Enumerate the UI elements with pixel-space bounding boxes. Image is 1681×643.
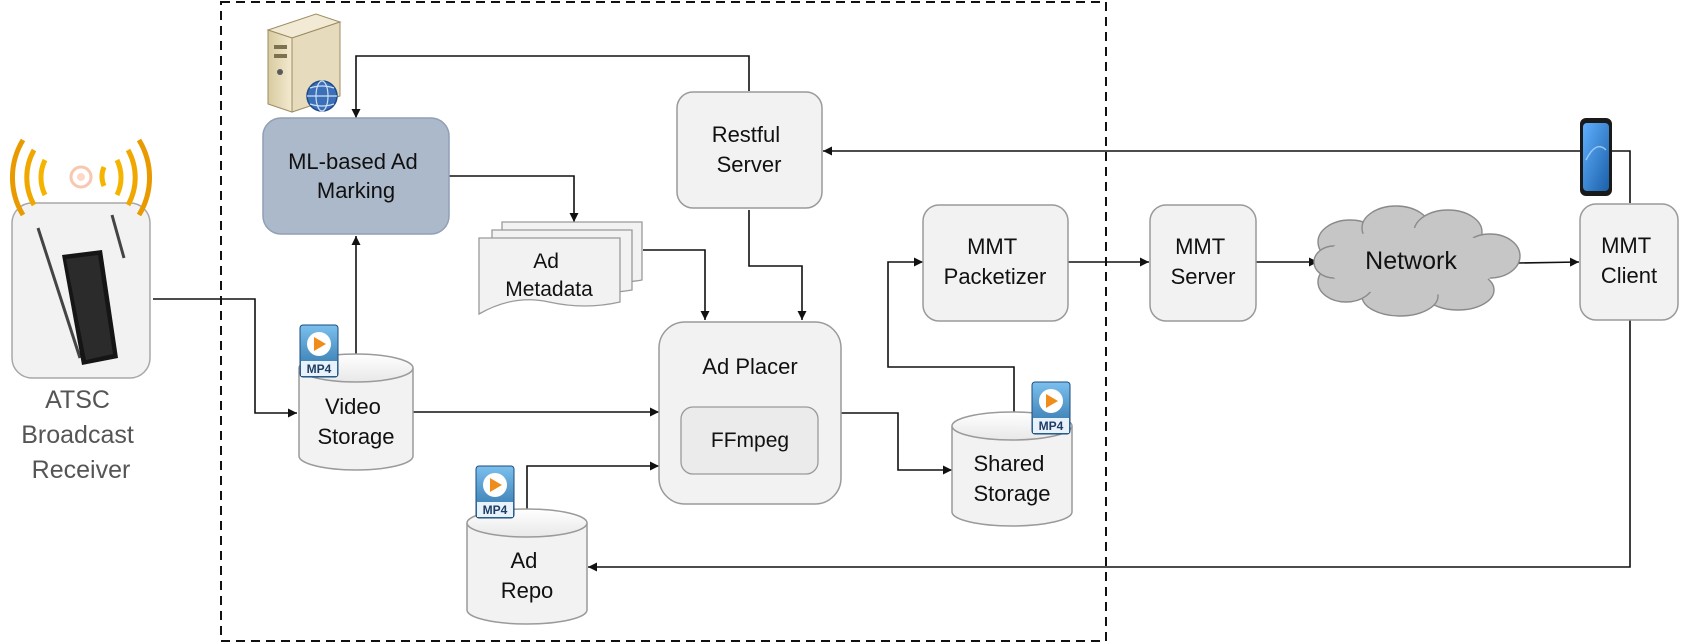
mmt-client-line-2: Client bbox=[1601, 263, 1657, 288]
mmt-server-label: MMT Server bbox=[1171, 234, 1236, 289]
connector-client-to-restful-server bbox=[823, 146, 1631, 203]
ad-repo-node: Ad Repo bbox=[466, 508, 588, 625]
video-storage-line-2: Storage bbox=[317, 424, 394, 449]
ad-metadata-node: Ad Metadata bbox=[478, 221, 643, 316]
ad-repo-line-2: Repo bbox=[501, 578, 554, 603]
connector-network-to-mmt-client bbox=[1517, 257, 1580, 267]
shared-storage-label: Shared Storage bbox=[973, 451, 1050, 506]
mp4-file-icon: MP4 bbox=[475, 465, 515, 519]
ad-metadata-line-1: Ad bbox=[533, 250, 559, 273]
video-storage-node: Video Storage bbox=[298, 353, 414, 471]
connector-shared-storage-to-packetizer bbox=[887, 257, 1015, 414]
mmt-server-box bbox=[1149, 204, 1257, 322]
mmt-client-line-1: MMT bbox=[1601, 233, 1651, 258]
mp4-badge-label: MP4 bbox=[307, 362, 332, 376]
ffmpeg-box bbox=[680, 406, 819, 475]
mmt-server-node: MMT Server bbox=[1149, 204, 1257, 322]
mmt-packetizer-line-1: MMT bbox=[967, 234, 1017, 259]
mmt-packetizer-node: MMT Packetizer bbox=[922, 204, 1069, 322]
ad-metadata-line-2: Metadata bbox=[505, 278, 593, 301]
network-node: Network bbox=[1313, 205, 1521, 317]
antenna-signal-icon bbox=[9, 138, 153, 217]
connector-restful-to-ad-placer bbox=[748, 210, 807, 320]
mp4-badge-label: MP4 bbox=[1039, 419, 1064, 433]
mp4-file-icon: MP4 bbox=[299, 324, 339, 378]
restful-server-line-2: Server bbox=[717, 152, 782, 177]
ad-placer-node: Ad Placer FFmpeg bbox=[658, 321, 842, 505]
connector-restful-to-ml bbox=[351, 55, 750, 118]
mmt-packetizer-line-2: Packetizer bbox=[944, 264, 1047, 289]
mmt-packetizer-label: MMT Packetizer bbox=[944, 234, 1047, 289]
shared-storage-line-1: Shared bbox=[973, 451, 1044, 476]
restful-server-box bbox=[676, 91, 823, 209]
video-storage-line-1: Video bbox=[325, 394, 381, 419]
documents-stack-icon bbox=[478, 221, 643, 316]
receiver-label: ATSC Broadcast Receiver bbox=[21, 386, 141, 484]
restful-server-line-1: Restful bbox=[712, 122, 780, 147]
atsc-receiver: ATSC Broadcast Receiver bbox=[9, 138, 153, 484]
smartphone-icon bbox=[1580, 118, 1612, 196]
ml-ad-marking-node: ML-based Ad Marking bbox=[262, 117, 450, 235]
shared-storage-line-2: Storage bbox=[973, 481, 1050, 506]
mp4-badge-label: MP4 bbox=[483, 503, 508, 517]
ml-ad-marking-label: ML-based Ad Marking bbox=[288, 149, 424, 203]
ffmpeg-label: FFmpeg bbox=[711, 429, 789, 452]
connector-ml-to-metadata bbox=[449, 175, 579, 222]
mmt-client-label: MMT Client bbox=[1601, 233, 1657, 288]
restful-server-node: Restful Server bbox=[676, 91, 823, 209]
ad-metadata-label: Ad Metadata bbox=[505, 250, 593, 301]
cloud-icon bbox=[1313, 205, 1521, 317]
network-label: Network bbox=[1365, 247, 1457, 275]
ad-repo-line-1: Ad bbox=[510, 548, 537, 573]
tablet-receiver-icon bbox=[36, 214, 126, 365]
connectors bbox=[153, 55, 1631, 572]
connector-receiver-to-video-storage bbox=[153, 298, 297, 418]
mmt-server-line-1: MMT bbox=[1175, 234, 1225, 259]
connector-ad-placer-to-shared-storage bbox=[841, 412, 952, 475]
connector-client-to-ad-repo bbox=[588, 320, 1631, 572]
mmt-client-node: MMT Client bbox=[1579, 203, 1679, 321]
mmt-packetizer-box bbox=[922, 204, 1069, 322]
mmt-server-line-2: Server bbox=[1171, 264, 1236, 289]
ad-placer-label: Ad Placer bbox=[702, 354, 797, 379]
connector-ad-repo-to-ad-placer bbox=[526, 461, 659, 512]
restful-server-label: Restful Server bbox=[712, 122, 787, 177]
connector-metadata-to-ad-placer bbox=[643, 249, 710, 320]
ml-ad-marking-box bbox=[262, 117, 450, 235]
video-storage-label: Video Storage bbox=[317, 394, 394, 449]
receiver-label-line-2: Broadcast bbox=[21, 421, 134, 449]
ml-ad-marking-line-2: Marking bbox=[317, 178, 395, 203]
mp4-file-icon: MP4 bbox=[1031, 381, 1071, 435]
mmt-client-box bbox=[1579, 203, 1679, 321]
system-boundary bbox=[220, 1, 1107, 642]
globe-icon bbox=[306, 80, 338, 112]
receiver-label-line-1: ATSC bbox=[45, 386, 110, 414]
receiver-label-line-3: Receiver bbox=[32, 456, 131, 484]
ad-repo-label: Ad Repo bbox=[501, 548, 554, 603]
ml-ad-marking-line-1: ML-based Ad bbox=[288, 149, 418, 174]
